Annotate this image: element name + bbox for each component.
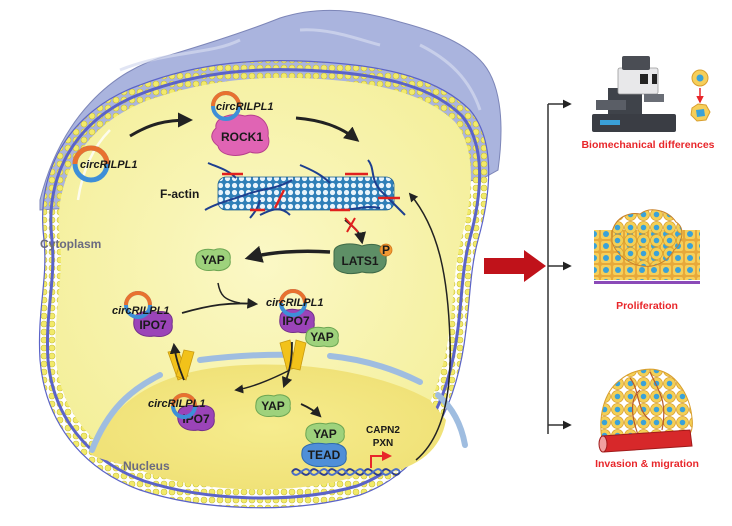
phosphate-label: P xyxy=(382,243,390,257)
rock1-label: ROCK1 xyxy=(221,130,263,144)
dna-helix xyxy=(291,468,401,476)
yap-complex-label: YAP xyxy=(310,330,334,344)
transcription-start-arrow xyxy=(370,451,392,468)
arrow-complex-release xyxy=(234,369,291,394)
arrow-circ-to-rock1 xyxy=(129,112,193,138)
gene-pxn-label: PXN xyxy=(373,438,394,449)
yap-tead-complex: YAP TEAD xyxy=(301,422,347,468)
arrow-lats1-to-yap xyxy=(244,245,331,263)
outcome-proliferation-label: Proliferation xyxy=(616,300,678,312)
arrow-export-complex xyxy=(169,342,185,381)
cytoplasm-label: Cytoplasm xyxy=(40,237,101,251)
big-red-arrow xyxy=(484,250,546,282)
gene-capn2-label: CAPN2 xyxy=(366,425,400,436)
tead-label: TEAD xyxy=(308,448,341,462)
circrna-free-label: circRILPL1 xyxy=(80,159,137,171)
nuclear-envelope xyxy=(89,372,163,453)
yap-nuclear: YAP xyxy=(255,394,291,417)
arrow-import-yap xyxy=(281,341,293,389)
f-actin-filament: F-actin xyxy=(160,159,406,219)
circrna-ipo7-nuclear-complex: IPO7 circRILPL1 xyxy=(148,393,215,431)
tead-protein xyxy=(301,442,347,468)
outcome-bracket xyxy=(547,99,572,434)
yap-cytoplasmic-label: YAP xyxy=(201,253,225,267)
nuclear-pore-right xyxy=(279,339,307,371)
arrow-complex-binding xyxy=(181,297,259,314)
cell-deformation-icon xyxy=(690,69,711,122)
rock1-protein xyxy=(211,114,270,156)
cell-invasion-icon xyxy=(598,368,693,453)
circrna-ipo7-yap-complex: IPO7 YAP circRILPL1 xyxy=(266,289,339,348)
yap-dna-label: YAP xyxy=(313,427,337,441)
nucleus-label: Nucleus xyxy=(123,459,170,473)
arrow-yap-to-tead xyxy=(300,403,322,418)
lats1-protein: LATS1 P xyxy=(333,243,393,275)
circrna-free: circRILPL1 xyxy=(72,145,137,183)
yap-complex-protein xyxy=(305,326,339,348)
yap-cytoplasmic: YAP xyxy=(195,248,231,271)
phosphate-badge xyxy=(379,243,393,257)
ipo7-nuclear-label: IPO7 xyxy=(182,412,210,426)
outcome-invasion-label: Invasion & migration xyxy=(595,458,699,470)
arrow-rock1-to-factin xyxy=(295,116,360,142)
inhibition-cross-icon xyxy=(344,217,359,233)
ipo7-mid-label: IPO7 xyxy=(282,314,310,328)
circrna-rock1-label: circRILPL1 xyxy=(216,101,273,113)
yap-nuclear-label: YAP xyxy=(261,399,285,413)
factin-label: F-actin xyxy=(160,187,199,201)
ipo7-nuclear-protein xyxy=(177,404,215,431)
circrna-ipo7-label: circRILPL1 xyxy=(112,305,169,317)
circrna-nuclear-label: circRILPL1 xyxy=(148,398,205,410)
cell-proliferation-icon xyxy=(594,209,700,284)
outcome-biomechanical-label: Biomechanical differences xyxy=(581,139,714,151)
ipo7-left-label: IPO7 xyxy=(139,318,167,332)
microscope-icon xyxy=(592,56,676,132)
arrow-feedback-to-factin xyxy=(408,192,451,461)
rock1-complex: ROCK1 circRILPL1 xyxy=(211,91,273,156)
circrna-ipo7-yap-label: circRILPL1 xyxy=(266,297,323,309)
lats1-label: LATS1 xyxy=(341,254,378,268)
circrna-ipo7-complex: IPO7 circRILPL1 xyxy=(112,291,173,337)
